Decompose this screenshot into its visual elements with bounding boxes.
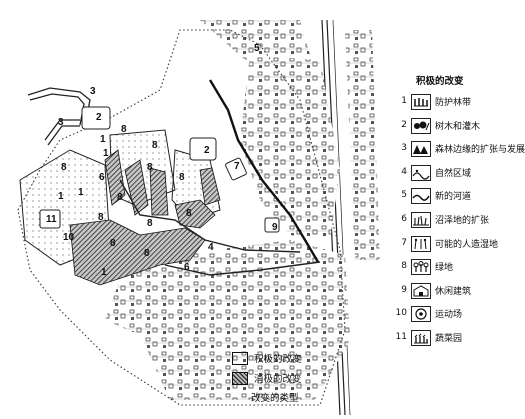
legend-item-label: 运动场: [435, 310, 463, 321]
negative-change-area: [69, 149, 221, 286]
river-channel: [208, 79, 320, 263]
legend-item-number: 1: [401, 96, 407, 106]
map-label: 8: [110, 238, 116, 249]
map-label: 4: [208, 242, 214, 253]
legend-item: 10 运动场: [395, 306, 525, 328]
natural-area-icon: [411, 164, 431, 181]
positive-swatch: [232, 352, 248, 365]
map-label: 1: [103, 148, 109, 159]
trees-shrubs-icon: [411, 117, 431, 134]
legend-item-label: 自然区域: [435, 168, 472, 179]
negative-label: 消极的改变: [254, 374, 302, 385]
legend-item: 4 自然区域: [395, 164, 525, 187]
legend-item-number: 4: [401, 166, 407, 177]
urban-area-south: [105, 240, 350, 400]
legend-item-number: 5: [401, 190, 407, 201]
legend-item-number: 11: [395, 332, 407, 342]
urban-area-north: [200, 20, 380, 260]
forest-edge-icon: [411, 141, 431, 158]
map-label: 8: [98, 212, 104, 223]
map-label: 8: [144, 248, 150, 259]
map-label: 11: [46, 214, 57, 225]
legend-item: 8 绿地: [395, 259, 525, 281]
legend-item-number: 6: [401, 214, 407, 224]
map-label: 8: [117, 192, 123, 203]
vegetable-garden-icon: [411, 330, 431, 346]
map-label: 8: [152, 140, 158, 151]
legend-item-number: 8: [401, 261, 407, 272]
map-label: 1: [58, 191, 64, 202]
legend-item-label: 蔬菜园: [435, 334, 463, 344]
legend-item: 3 森林边缘的扩张与发展: [395, 141, 525, 163]
green-space-icon: [411, 259, 431, 276]
map-label: 5: [254, 43, 260, 54]
river-channel-icon: [411, 188, 431, 205]
map-label: 8: [61, 162, 67, 173]
map-label: 2: [204, 145, 210, 156]
negative-swatch: [232, 372, 248, 385]
legend-item: 1 防护林带: [395, 94, 525, 116]
legend-item-label: 沼泽地的扩张: [435, 216, 490, 226]
map-label: 8: [121, 124, 127, 135]
map-label: 1: [101, 267, 107, 278]
legend-item-number: 3: [401, 143, 407, 154]
map-label: 2: [96, 112, 102, 123]
change-types-caption: 改变的类型: [251, 393, 299, 404]
legend-item-label: 新的河道: [435, 192, 472, 203]
map-label: 9: [272, 222, 278, 233]
legend-item: 2 树木和灌木: [395, 117, 525, 140]
legend-item-label: 休闲建筑: [435, 286, 472, 297]
legend-item-label: 树木和灌木: [435, 121, 481, 132]
map-label: 1: [100, 134, 106, 145]
legend-item: 7 可能的人造湿地: [395, 235, 525, 258]
map-label: 6: [184, 262, 190, 273]
legend-item-number: 2: [401, 119, 407, 130]
map-label: 3: [58, 117, 64, 128]
legend-item-number: 9: [401, 284, 407, 295]
map-label: 6: [99, 172, 105, 183]
legend-item-number: 7: [401, 237, 407, 248]
map-label: 8: [179, 172, 185, 183]
map-label: 8: [186, 208, 192, 219]
legend-item: 11 蔬菜园: [395, 330, 525, 352]
map-label: 8: [147, 162, 153, 173]
marsh-icon: [411, 212, 431, 228]
sports-field-icon: [411, 306, 431, 323]
windbreak-icon: [411, 94, 431, 110]
legend-item-label: 绿地: [435, 263, 454, 274]
wetland-icon: [411, 235, 431, 252]
legend-item-label: 森林边缘的扩张与发展: [435, 145, 525, 156]
main-roads: [119, 179, 321, 276]
green-spaces: [19, 106, 280, 266]
map-label: 1: [78, 187, 84, 198]
legend-item-label: 防护林带: [435, 98, 472, 108]
map-label: 3: [90, 86, 96, 97]
study-area-boundary: [17, 29, 346, 406]
legend-item: 5 新的河道: [395, 188, 525, 210]
legend-item-label: 可能的人造湿地: [435, 239, 499, 250]
leisure-building-icon: [411, 282, 431, 299]
legend-item: 9 休闲建筑: [395, 282, 525, 305]
legend-title: 积极的改变: [416, 76, 464, 87]
map-label: 8: [147, 218, 153, 229]
legend-item-number: 10: [395, 308, 407, 319]
map-label: 7: [234, 161, 240, 172]
map-label: 10: [63, 232, 75, 243]
legend-item: 6 沼泽地的扩张: [395, 212, 525, 234]
positive-label: 积极的改变: [254, 354, 302, 365]
